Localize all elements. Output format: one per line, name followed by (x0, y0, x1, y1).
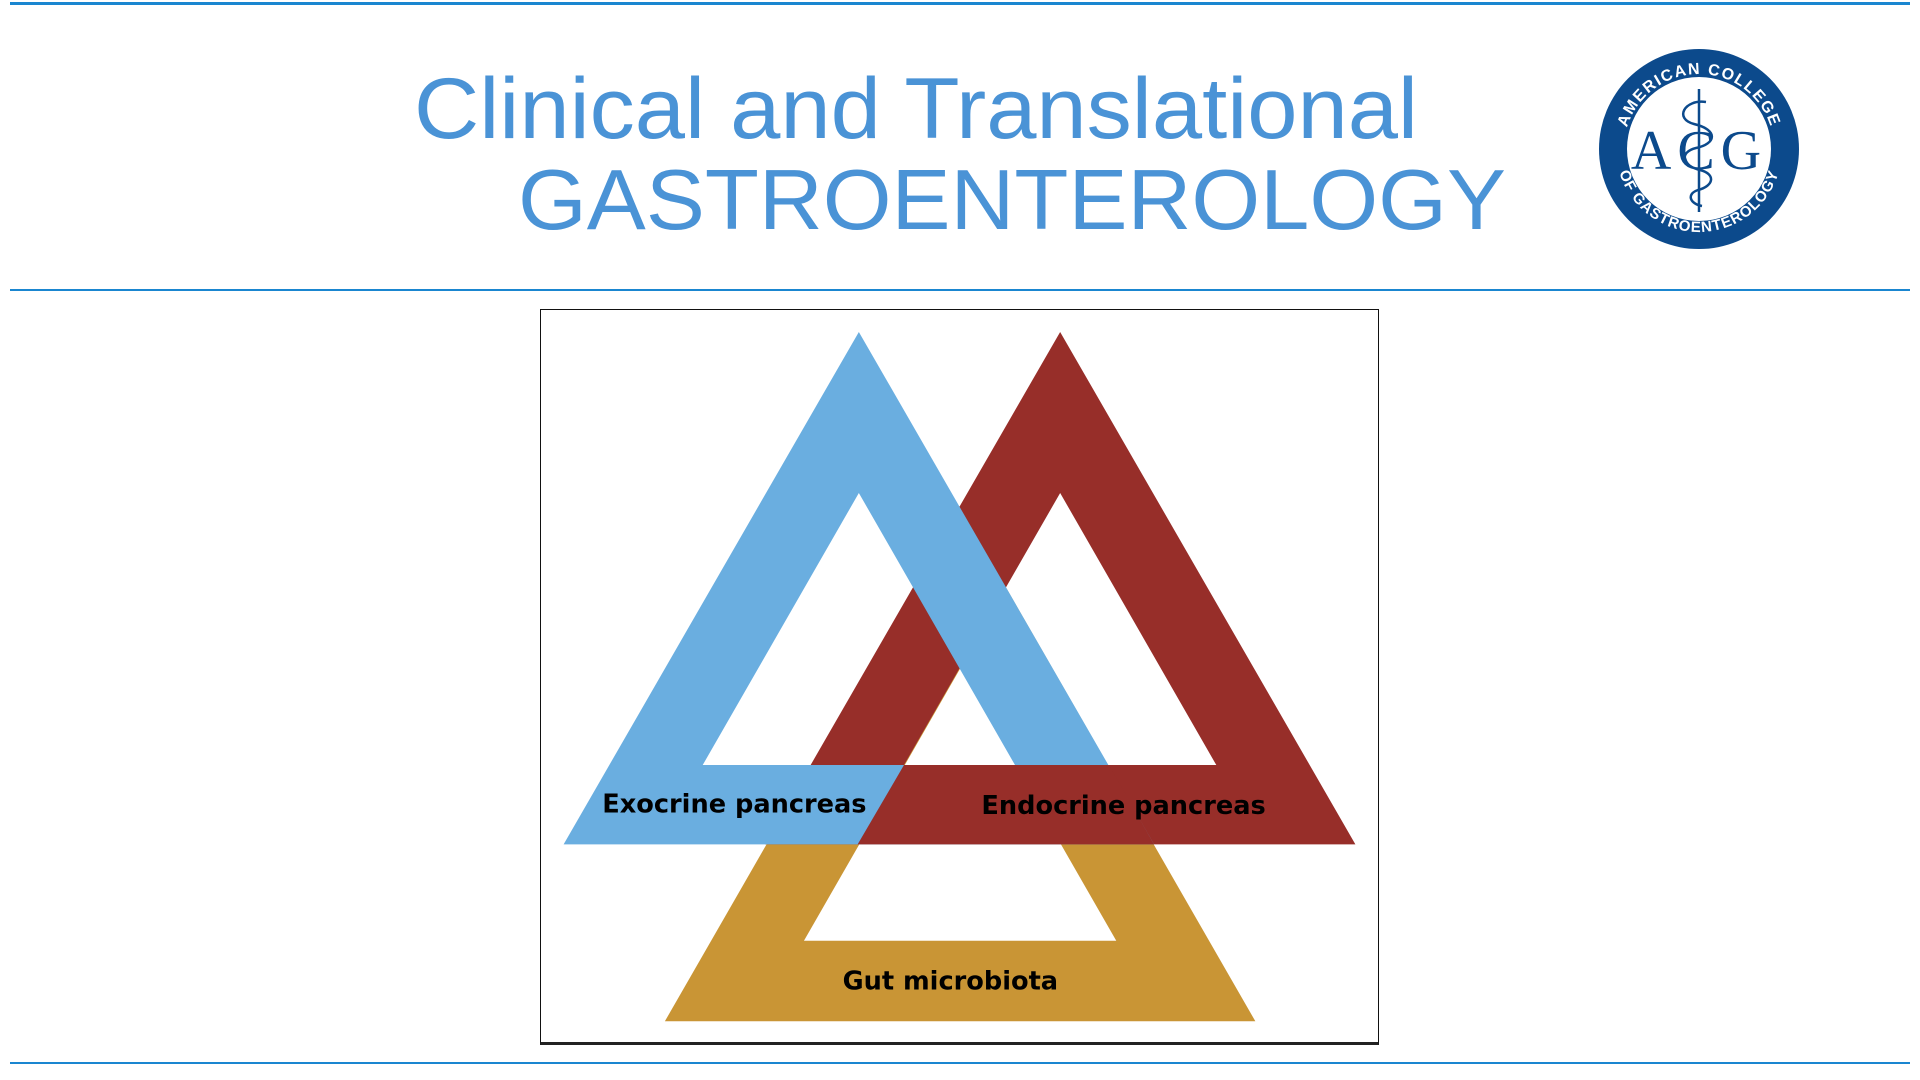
endocrine-base-overlap (857, 765, 1155, 845)
logo-monogram: ACG (1631, 120, 1767, 182)
bottom-rule (10, 1062, 1910, 1064)
endocrine-pancreas-label: Endocrine pancreas (981, 791, 1265, 821)
top-rule (10, 2, 1910, 5)
exocrine-pancreas-label: Exocrine pancreas (602, 790, 866, 820)
journal-title: Clinical and Translational GASTROENTEROL… (414, 61, 1506, 248)
endocrine-pancreas-triangle (764, 331, 1356, 845)
exocrine-pancreas-triangle (563, 331, 1155, 845)
pancreas-microbiota-triad-figure: Exocrine pancreas Endocrine pancreas Gut… (540, 309, 1379, 1045)
title-line-2: GASTROENTEROLOGY (518, 153, 1506, 248)
acg-logo: AMERICAN COLLEGE OF GASTROENTEROLOGY ACG (1599, 49, 1799, 249)
header-divider (10, 289, 1910, 291)
caduceus-icon (1682, 89, 1714, 212)
title-line-1: Clinical and Translational (414, 61, 1418, 157)
gut-microbiota-triangle (664, 507, 1256, 1022)
gut-microbiota-label: Gut microbiota (843, 967, 1059, 997)
